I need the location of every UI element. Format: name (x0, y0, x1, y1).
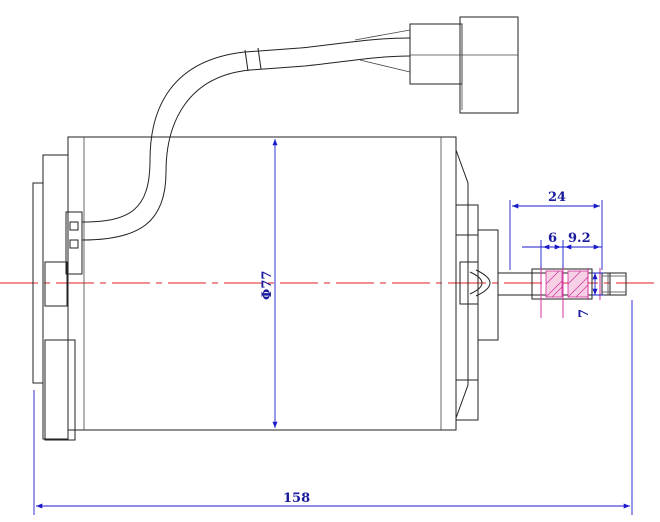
connector-plug (409, 16, 519, 114)
overall-length-label: 158 (283, 491, 310, 506)
motor-body (67, 136, 457, 431)
key-offset-label: 6 (548, 231, 557, 246)
shaft-length-dimension: 24 (509, 190, 603, 270)
rear-end-cap (32, 154, 83, 441)
shaft-flat-dimension: 7 (577, 272, 604, 318)
overall-length-dimension: 158 (33, 300, 633, 515)
key-length-label: 9.2 (568, 231, 591, 246)
cable-harness (81, 29, 411, 241)
diameter-label: Φ77 (260, 271, 275, 300)
front-flange (455, 149, 499, 421)
shaft-flat-label: 7 (577, 309, 592, 318)
shaft-length-label: 24 (548, 190, 566, 205)
diameter-dimension: Φ77 (260, 139, 278, 428)
key-dimension: 6 9.2 (522, 231, 602, 268)
